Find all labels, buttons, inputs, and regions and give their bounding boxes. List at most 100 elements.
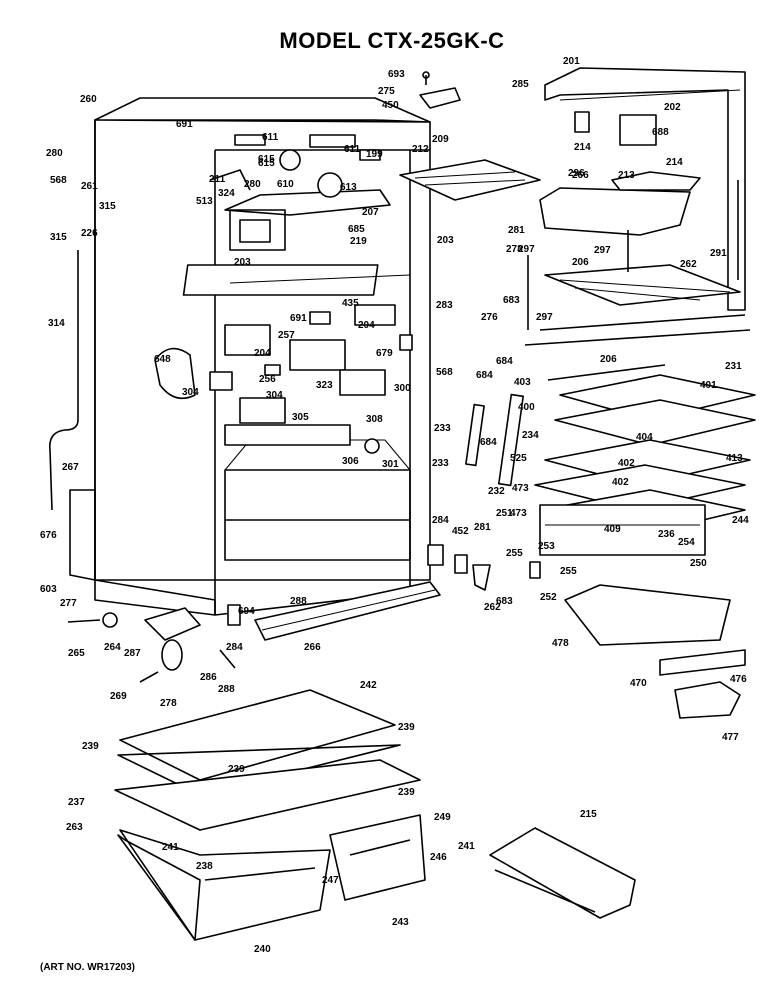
grille-288 <box>254 581 441 641</box>
callout-label: 278 <box>506 244 523 255</box>
door-bin-266 <box>539 187 691 236</box>
callout-label: 315 <box>99 201 116 212</box>
callout-label: 257 <box>278 330 295 341</box>
callout-label: 284 <box>432 515 449 526</box>
callout-label: 215 <box>580 809 597 820</box>
callout-label: 276 <box>481 312 498 323</box>
callout-label: 213 <box>618 170 635 181</box>
callout-label: 473 <box>510 508 527 519</box>
callout-label: 201 <box>563 56 580 67</box>
callout-label: 291 <box>710 248 727 259</box>
callout-label: 281 <box>474 522 491 533</box>
callout-label: 262 <box>680 259 697 270</box>
callout-label: 233 <box>434 423 451 434</box>
callout-label: 240 <box>254 944 271 955</box>
callout-label: 211 <box>209 174 226 185</box>
callout-label: 615 <box>258 154 275 165</box>
callout-label: 409 <box>604 524 621 535</box>
callout-label: 288 <box>290 596 307 607</box>
callout-label: 525 <box>510 453 527 464</box>
callout-label: 683 <box>496 596 513 607</box>
wire-shelf-206 <box>544 264 741 306</box>
callout-label: 603 <box>40 584 57 595</box>
callout-label: 267 <box>62 462 79 473</box>
meat-keeper-478 <box>564 584 731 646</box>
callout-label: 266 <box>304 642 321 653</box>
callout-label: 610 <box>277 179 294 190</box>
shelf-404 <box>554 399 756 446</box>
callout-label: 219 <box>350 236 367 247</box>
callout-label: 315 <box>50 232 67 243</box>
callout-label: 304 <box>266 390 283 401</box>
callout-label: 684 <box>496 356 513 367</box>
callout-label: 277 <box>60 598 77 609</box>
callout-label: 452 <box>452 526 469 537</box>
callout-label: 304 <box>182 387 199 398</box>
callout-label: 473 <box>512 483 529 494</box>
callout-label: 301 <box>382 459 399 470</box>
callout-label: 286 <box>200 672 217 683</box>
callout-label: 288 <box>218 684 235 695</box>
callout-label: 688 <box>652 127 669 138</box>
callout-label: 251 <box>496 508 513 519</box>
callout-label: 237 <box>68 797 85 808</box>
callout-label: 202 <box>664 102 681 113</box>
callout-label: 683 <box>503 295 520 306</box>
callout-label: 477 <box>722 732 739 743</box>
callout-label: 249 <box>434 812 451 823</box>
callout-label: 402 <box>612 477 629 488</box>
callout-label: 685 <box>348 224 365 235</box>
callout-label: 247 <box>322 875 339 886</box>
drawer-250 <box>539 504 706 556</box>
callout-label: 314 <box>48 318 65 329</box>
callout-label: 679 <box>376 348 393 359</box>
control-parts <box>154 304 413 454</box>
callout-label: 214 <box>666 157 683 168</box>
callout-label: 204 <box>358 320 375 331</box>
freezer-components <box>182 134 411 296</box>
callout-label: 239 <box>228 764 245 775</box>
callout-label: 255 <box>560 566 577 577</box>
hinge-parts <box>419 71 461 109</box>
freezer-door <box>544 67 746 311</box>
callout-label: 232 <box>488 486 505 497</box>
callout-label: 470 <box>630 678 647 689</box>
callout-label: 256 <box>259 374 276 385</box>
callout-label: 284 <box>226 642 243 653</box>
callout-label: 615 <box>258 158 275 169</box>
callout-label: 246 <box>430 852 447 863</box>
callout-label: 212 <box>412 144 429 155</box>
callout-label: 263 <box>66 822 83 833</box>
callout-label: 401 <box>700 380 717 391</box>
callout-label: 242 <box>360 680 377 691</box>
callout-label: 281 <box>508 225 525 236</box>
callout-label: 280 <box>46 148 63 159</box>
callout-label: 400 <box>518 402 535 413</box>
callout-label: 252 <box>540 592 557 603</box>
callout-label: 323 <box>316 380 333 391</box>
callout-label: 676 <box>40 530 57 541</box>
callout-label: 413 <box>726 453 743 464</box>
tube <box>48 250 79 511</box>
callout-label: 261 <box>81 181 98 192</box>
callout-label: 305 <box>292 412 309 423</box>
art-number: (ART NO. WR17203) <box>40 962 136 973</box>
callout-label: 285 <box>512 79 529 90</box>
callout-label: 478 <box>552 638 569 649</box>
callout-label: 403 <box>514 377 531 388</box>
callout-label: 266 <box>572 170 589 181</box>
diagram-title: MODEL CTX-25GK-C <box>279 28 505 53</box>
callout-label: 199 <box>366 149 383 160</box>
callout-label: 324 <box>218 188 235 199</box>
callout-label: 243 <box>392 917 409 928</box>
callout-label: 435 <box>342 298 359 309</box>
callout-label: 476 <box>730 674 747 685</box>
callout-label: 568 <box>50 175 67 186</box>
item-476 <box>674 681 741 719</box>
callout-label: 264 <box>104 642 121 653</box>
callout-label: 260 <box>80 94 97 105</box>
callout-label: 306 <box>342 456 359 467</box>
callout-label: 283 <box>436 300 453 311</box>
callout-label: 450 <box>382 100 399 111</box>
